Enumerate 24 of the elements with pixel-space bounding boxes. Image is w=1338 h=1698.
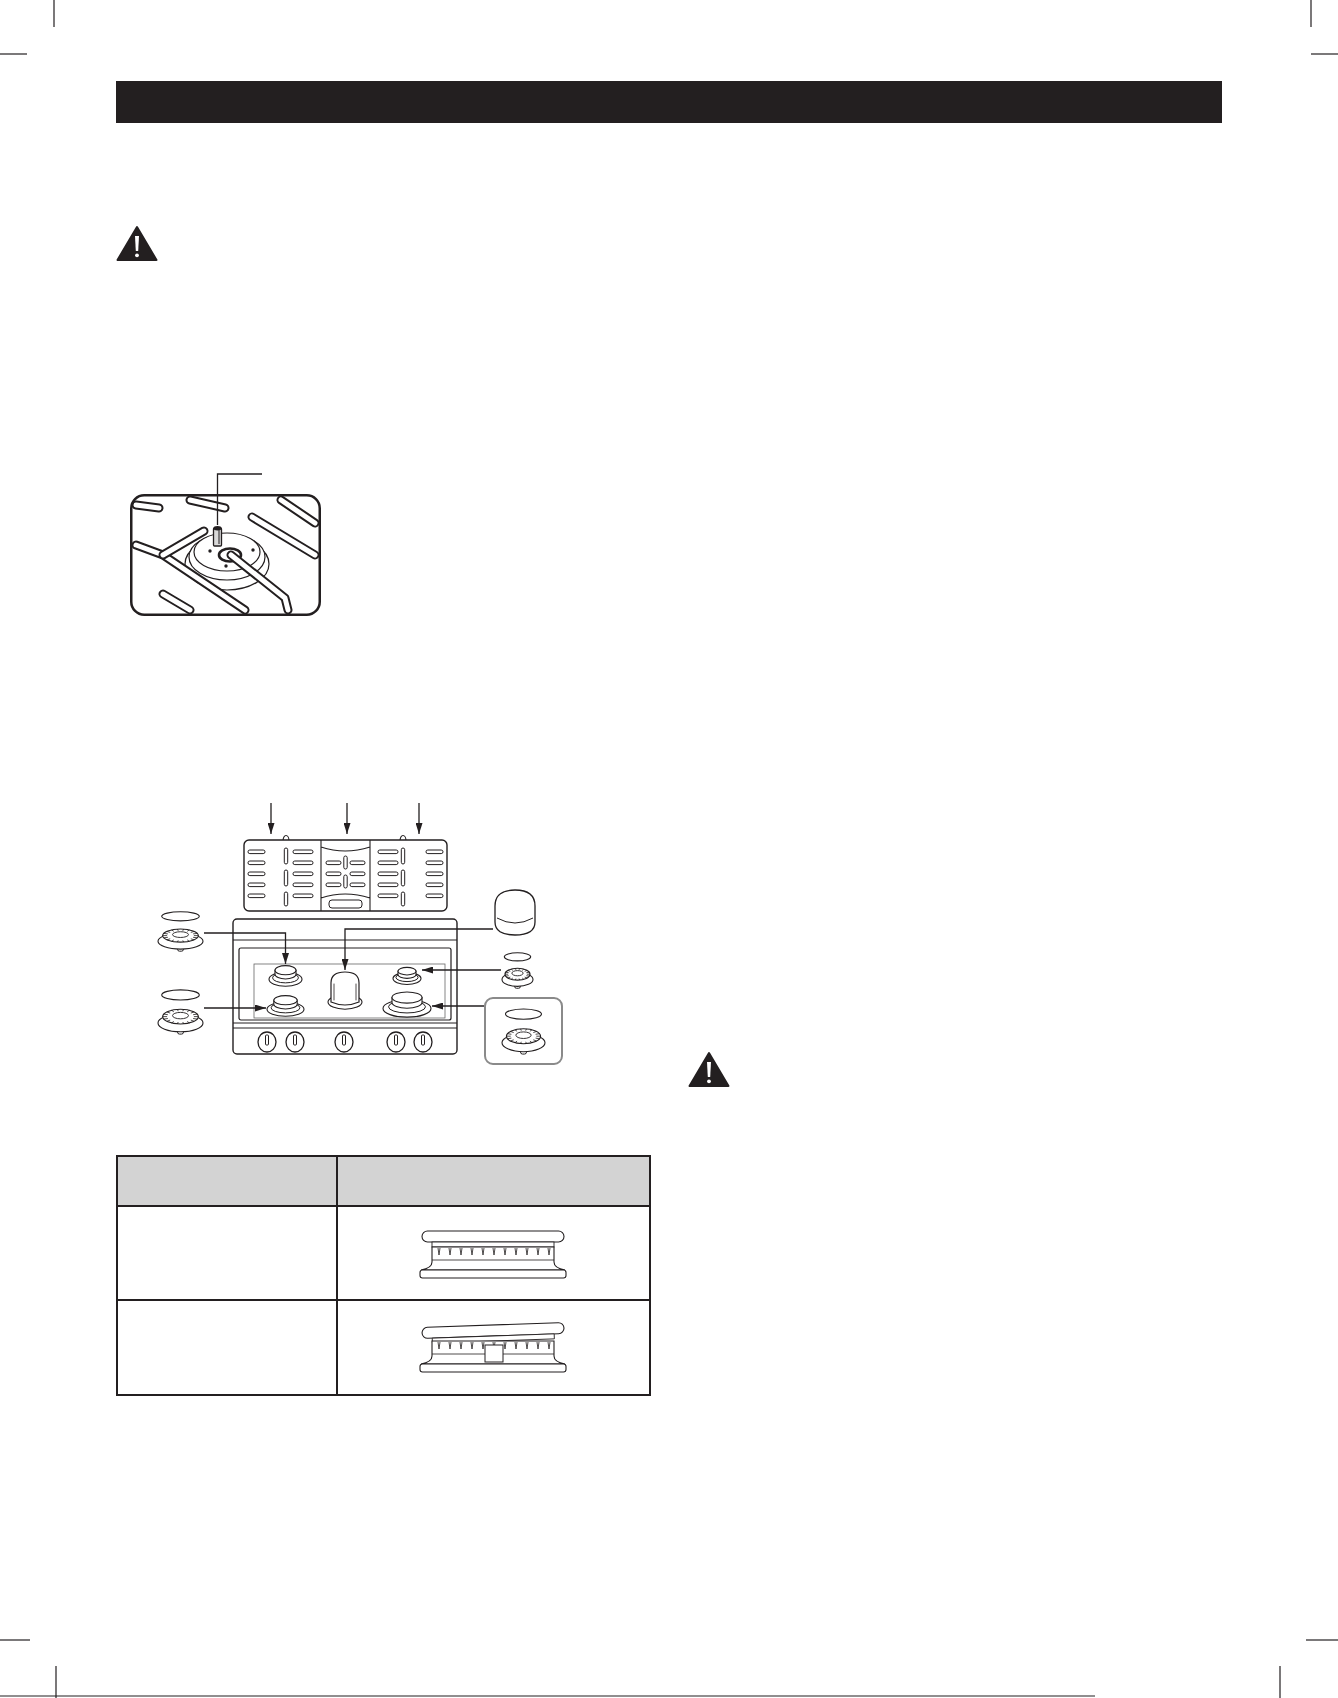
arrow (203, 932, 289, 965)
burner (382, 990, 432, 1018)
igniter-pin (212, 525, 223, 547)
arrow (267, 802, 275, 835)
burner-grate (243, 834, 448, 912)
burner (268, 964, 303, 987)
arrow (421, 966, 502, 974)
burner-assembly (157, 911, 204, 952)
burner-assembly (501, 1008, 546, 1055)
oval-burner (327, 970, 363, 1010)
highlight-frame (484, 997, 563, 1065)
arrow (343, 802, 351, 835)
oval-burner-cap (493, 888, 537, 937)
arrow (431, 1002, 485, 1010)
cooktop (232, 918, 458, 1055)
arrow (415, 802, 423, 835)
leader-line (216, 473, 263, 526)
inset-frame (130, 494, 321, 616)
burner-assembly (501, 952, 534, 989)
burner (392, 966, 422, 985)
arrow (203, 1004, 267, 1012)
burner-assembly (157, 989, 204, 1035)
arrow (341, 928, 494, 971)
burner (266, 994, 305, 1017)
